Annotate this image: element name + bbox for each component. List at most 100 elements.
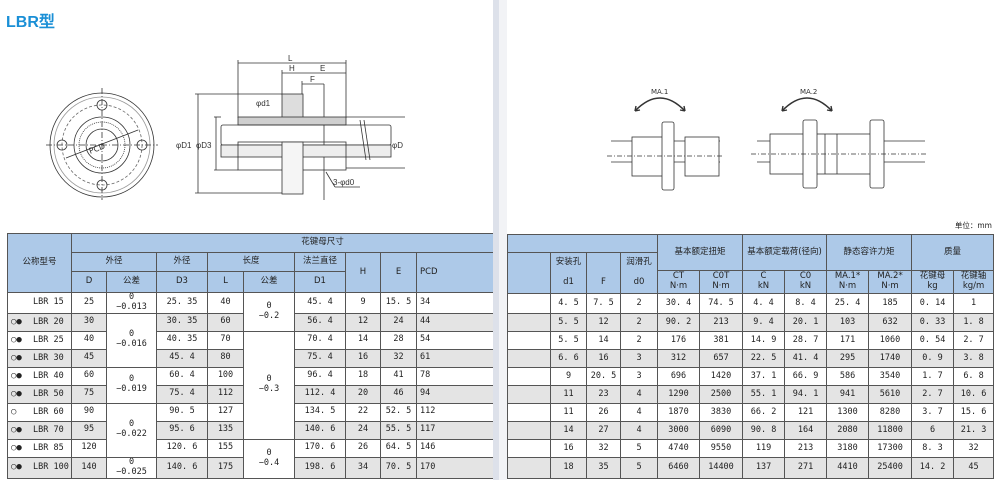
cell-d1: 112. 4	[294, 384, 346, 404]
cell-pcd: 170	[415, 456, 493, 479]
cell-d3: 95. 6	[156, 420, 208, 440]
tol-lower: −0.2	[258, 310, 280, 321]
cell-shaft-kgm: 3. 8	[953, 349, 995, 368]
cell-ma2: 1740	[868, 349, 913, 368]
cell-c: 9. 4	[742, 313, 786, 332]
cell-d1: 75. 4	[294, 348, 346, 368]
cell-c0: 41. 4	[784, 349, 828, 368]
cell-h: 9	[345, 292, 381, 314]
model-name: LBR 50	[33, 388, 64, 399]
cell-ma1: 171	[826, 331, 870, 350]
dim-d1: φD1	[176, 141, 192, 150]
spec-table-left: 公称型号 花键母尺寸 外径 外径 长度 法兰直径 H E PCD D 公差 D3…	[7, 233, 493, 479]
cell-pcd: 94	[415, 384, 493, 404]
cell-blank	[507, 403, 551, 422]
availability-marks: ○●	[11, 462, 22, 473]
cell-ct: 1870	[657, 403, 700, 422]
cell-d1: 11	[550, 403, 587, 422]
ma1-unit: N·m	[838, 281, 857, 291]
cell-ct: 696	[657, 367, 700, 386]
cell-shaft-kgm: 1	[953, 293, 995, 314]
cell-pcd: 78	[415, 366, 493, 386]
cell-h: 16	[345, 348, 381, 368]
cell-ma1: 1300	[826, 403, 870, 422]
cell-c: 119	[742, 439, 786, 458]
cell-ma2: 8280	[868, 403, 913, 422]
cell-d: 45	[71, 348, 107, 368]
nut-mass-label: 花键母	[919, 271, 946, 282]
dim-d: φD	[392, 141, 403, 150]
model-cell: ○●LBR 70	[7, 420, 72, 440]
cell-ct: 1290	[657, 385, 700, 404]
model-name: LBR 100	[33, 462, 69, 473]
cell-c: 90. 8	[742, 421, 786, 440]
cell-d3: 25. 35	[156, 292, 208, 314]
model-cell: ○●LBR 30	[7, 348, 72, 368]
c-label: C	[760, 271, 767, 282]
tol-upper: 0	[128, 457, 135, 467]
cell-e: 70. 5	[380, 456, 417, 479]
header-outer-dia-d3: 外径	[156, 252, 208, 272]
cell-pcd: 44	[415, 312, 493, 332]
model-name: LBR 20	[33, 316, 64, 327]
model-name: LBR 25	[33, 334, 64, 345]
shaft-mass-unit: kg/m	[962, 281, 985, 291]
cell-d0: 4	[620, 385, 658, 404]
header-nut-dims: 花键母尺寸	[70, 233, 493, 253]
cell-ct: 176	[657, 331, 700, 350]
cell-c0: 94. 1	[784, 385, 828, 404]
page-gutter	[493, 0, 507, 480]
availability-marks: ○	[11, 406, 17, 417]
cell-l: 155	[207, 438, 244, 458]
cell-ma1: 103	[826, 313, 870, 332]
cell-c: 66. 2	[742, 403, 786, 422]
cell-d1: 134. 5	[294, 402, 346, 422]
cell-d1: 140. 6	[294, 420, 346, 440]
cell-ma2: 25400	[868, 457, 913, 479]
c0-unit: kN	[799, 281, 812, 291]
cell-nut-kg: 3. 7	[911, 403, 955, 422]
cell-d-tolerance: 0−0.022	[106, 402, 157, 458]
availability-marks: ○●	[11, 334, 22, 345]
cell-ma1: 4410	[826, 457, 870, 479]
section-view-drawing: L H E F φd1 φD1 φD3 φD 3-φd0	[176, 55, 405, 200]
cell-pcd: 117	[415, 420, 493, 440]
tol-upper: 0	[266, 447, 272, 458]
cell-ma2: 11800	[868, 421, 913, 440]
model-name: LBR 15	[33, 296, 64, 307]
cell-c: 55. 1	[742, 385, 786, 404]
cell-d3: 60. 4	[156, 366, 208, 386]
ma2-col-label: MA.2*	[877, 271, 903, 282]
cell-f: 32	[586, 439, 621, 458]
cell-f: 26	[586, 403, 621, 422]
cell-l-tolerance: 0−0.3	[243, 330, 295, 440]
model-name: LBR 30	[33, 352, 64, 363]
cell-shaft-kgm: 10. 6	[953, 385, 995, 404]
cell-l: 100	[207, 366, 244, 386]
cell-f: 16	[586, 349, 621, 368]
cell-h: 24	[345, 420, 381, 440]
cell-d-tolerance: 0−0.013	[106, 292, 157, 314]
unit-label: 单位：mm	[954, 221, 992, 230]
cell-c0t: 381	[698, 331, 744, 350]
cell-d3: 45. 4	[156, 348, 208, 368]
cell-d: 90	[71, 402, 107, 422]
cell-l: 70	[207, 330, 244, 350]
cell-d1: 6. 6	[550, 349, 587, 368]
cell-e: 46	[380, 384, 417, 404]
cell-d-tolerance: 0−0.019	[106, 366, 157, 404]
model-name: LBR 70	[33, 424, 64, 435]
cell-c0: 20. 1	[784, 313, 828, 332]
cell-nut-kg: 8. 3	[911, 439, 955, 458]
d0-label: d0	[633, 276, 645, 287]
cell-d3: 90. 5	[156, 402, 208, 422]
cell-e: 32	[380, 348, 417, 368]
cell-nut-kg: 0. 33	[911, 313, 955, 332]
cell-l: 112	[207, 384, 244, 404]
